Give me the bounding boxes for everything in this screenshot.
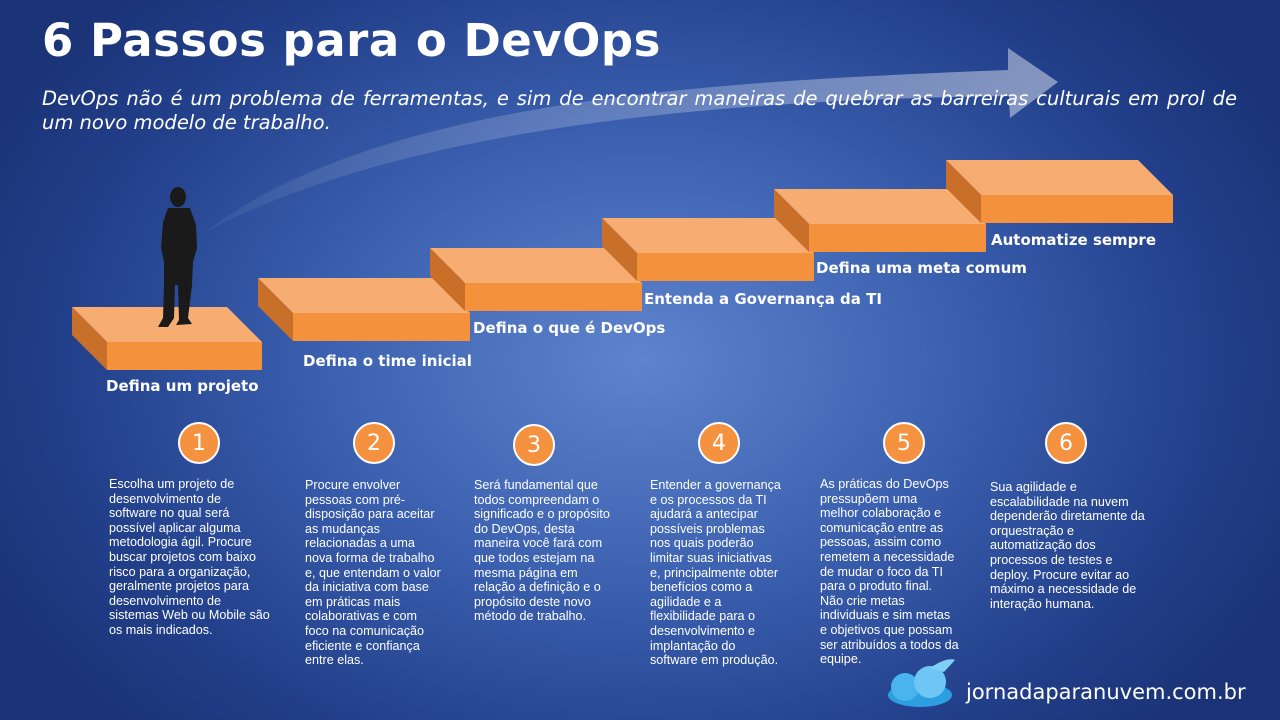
step-description-3: Será fundamental que todos compreendam o… [474, 478, 610, 624]
step-number-6: 6 [1045, 422, 1087, 464]
steps-group [72, 160, 1173, 370]
page-subtitle: DevOps não é um problema de ferramentas,… [42, 87, 1237, 134]
step-description-5: As práticas do DevOps pressupõem uma mel… [820, 477, 959, 667]
growth-arrow [205, 48, 1058, 232]
step-front-2 [293, 313, 470, 341]
step-top-5 [774, 189, 986, 224]
step-label-3: Defina o que é DevOps [473, 319, 666, 337]
step-top-4 [602, 218, 814, 253]
step-side-5 [774, 189, 809, 252]
step-front-4 [637, 253, 814, 281]
website-url: jornadaparanuvem.com.br [966, 680, 1246, 704]
step-description-6: Sua agilidade e escalabilidade na nuvem … [990, 480, 1145, 611]
step-number-5: 5 [883, 422, 925, 464]
step-side-4 [602, 218, 637, 281]
person-silhouette [158, 187, 197, 327]
cloud-logo-icon [888, 659, 955, 707]
step-side-3 [430, 248, 465, 311]
page-title: 6 Passos para o DevOps [42, 14, 661, 67]
step-front-5 [809, 224, 986, 252]
step-description-1: Escolha um projeto de desenvolvimento de… [109, 477, 270, 637]
step-number-2: 2 [353, 422, 395, 464]
step-number-4: 4 [698, 422, 740, 464]
step-top-3 [430, 248, 642, 283]
step-front-1 [107, 342, 262, 370]
step-label-5: Defina uma meta comum [816, 259, 1027, 277]
step-number-1: 1 [178, 422, 220, 464]
step-description-2: Procure envolver pessoas com pré- dispos… [305, 478, 441, 668]
step-top-2 [258, 278, 470, 313]
step-label-4: Entenda a Governança da TI [644, 290, 882, 308]
step-top-6 [946, 160, 1173, 195]
step-label-1: Defina um projeto [106, 377, 259, 395]
step-front-6 [981, 195, 1173, 223]
step-label-2: Defina o time inicial [303, 352, 472, 370]
step-label-6: Automatize sempre [991, 231, 1156, 249]
step-side-1 [72, 307, 107, 370]
step-number-3: 3 [513, 424, 555, 466]
step-description-4: Entender a governança e os processos da … [650, 478, 781, 668]
step-side-6 [946, 160, 981, 223]
step-front-3 [465, 283, 642, 311]
step-side-2 [258, 278, 293, 341]
